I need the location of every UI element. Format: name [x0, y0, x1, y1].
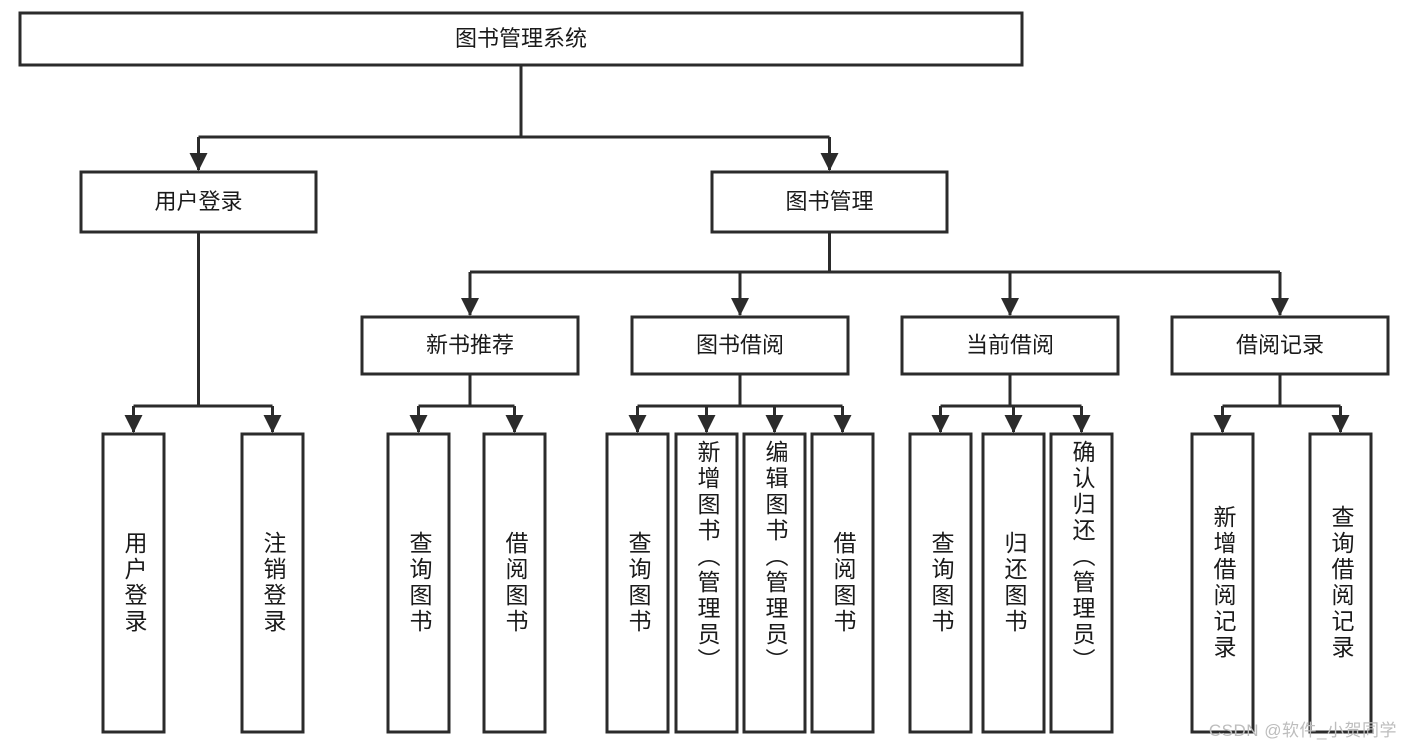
arrow-head-icon: [124, 415, 143, 433]
node-box-op-user-logout[interactable]: [240, 432, 305, 734]
node-box-op-query-book-rec[interactable]: [386, 432, 451, 734]
boxes-layer: [18, 11, 1390, 734]
arrow-head-icon: [189, 153, 208, 171]
node-label-book-manage: 图书管理: [785, 189, 873, 214]
arrow-head-icon: [765, 415, 784, 433]
arrow-head-icon: [731, 298, 749, 316]
arrow-head-icon: [1072, 415, 1091, 433]
arrow-head-icon: [1213, 415, 1232, 433]
arrow-head-icon: [1001, 298, 1019, 316]
node-label-new-book-rec: 新书推荐: [426, 332, 514, 357]
node-box-current-borrow[interactable]: [900, 315, 1120, 376]
arrow-head-icon: [505, 415, 524, 433]
node-label-borrow-record: 借阅记录: [1236, 332, 1324, 357]
arrow-head-icon: [1271, 298, 1289, 316]
arrow-head-icon: [409, 415, 428, 433]
arrow-head-icon: [697, 415, 716, 433]
node-box-op-return-book[interactable]: [981, 432, 1046, 734]
arrow-head-icon: [1331, 415, 1350, 433]
node-box-op-confirm-return[interactable]: [1049, 432, 1114, 734]
node-box-book-borrow[interactable]: [630, 315, 850, 376]
node-box-op-add-record[interactable]: [1190, 432, 1255, 734]
node-box-root[interactable]: [18, 11, 1024, 67]
node-box-new-book-rec[interactable]: [360, 315, 580, 376]
node-box-op-borrow-book[interactable]: [810, 432, 875, 734]
arrow-head-icon: [628, 415, 647, 433]
node-box-op-edit-book[interactable]: [742, 432, 807, 734]
arrow-head-icon: [931, 415, 950, 433]
node-box-user-login[interactable]: [79, 170, 318, 234]
node-box-book-manage[interactable]: [710, 170, 949, 234]
csdn-watermark: CSDN @软件_小贺同学: [1208, 721, 1397, 740]
arrow-head-icon: [820, 153, 839, 171]
node-label-current-borrow: 当前借阅: [966, 332, 1054, 357]
node-label-root: 图书管理系统: [455, 26, 587, 51]
node-box-op-borrow-book-rec[interactable]: [482, 432, 547, 734]
node-label-user-login: 用户登录: [154, 189, 242, 214]
arrow-head-icon: [1004, 415, 1023, 433]
arrow-head-icon: [461, 298, 479, 316]
node-box-op-add-book[interactable]: [674, 432, 739, 734]
node-box-op-query-book[interactable]: [605, 432, 670, 734]
connectors-layer: [124, 65, 1350, 433]
node-label-book-borrow: 图书借阅: [696, 332, 784, 357]
node-box-op-query-record[interactable]: [1308, 432, 1373, 734]
node-box-borrow-record[interactable]: [1170, 315, 1390, 376]
node-box-op-user-login[interactable]: [101, 432, 166, 734]
node-box-op-query-book-cur[interactable]: [908, 432, 973, 734]
arrow-head-icon: [263, 415, 282, 433]
arrow-head-icon: [833, 415, 852, 433]
